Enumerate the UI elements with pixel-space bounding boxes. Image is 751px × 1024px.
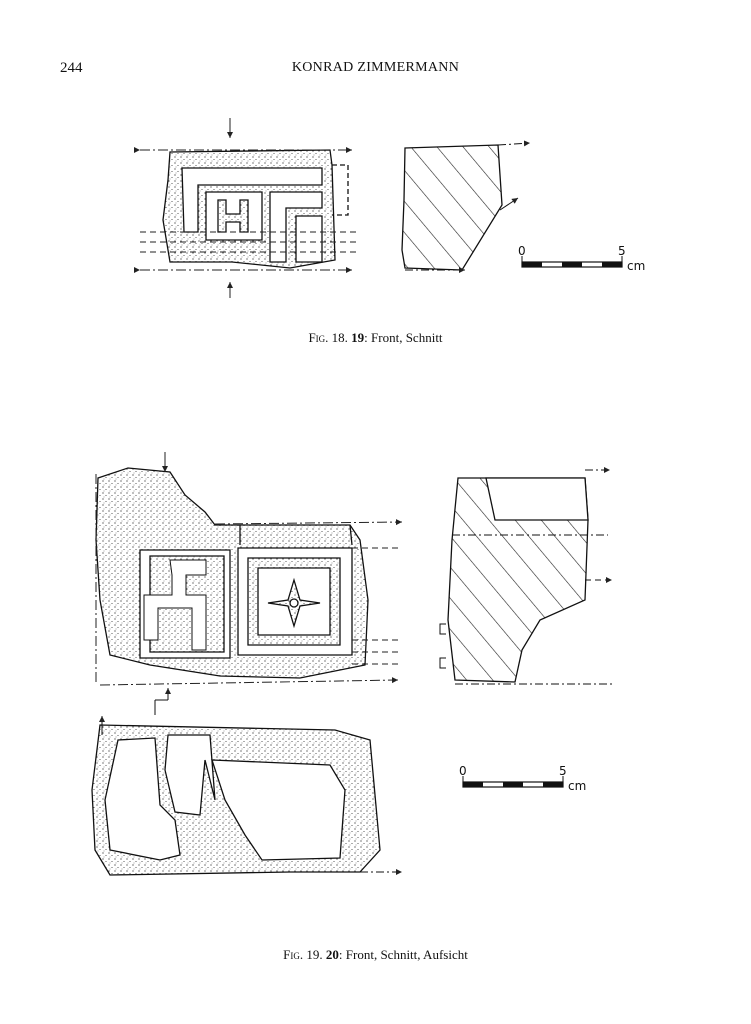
fig19-caption-number: 19. — [306, 947, 323, 962]
fig18-front-view — [162, 149, 349, 269]
fig18-scale-bar: 0 5 cm — [518, 244, 645, 273]
fig19-plan-view — [91, 688, 402, 876]
fig18-caption-number: 18. — [331, 330, 348, 345]
fig19-caption-object: 20 — [325, 947, 339, 962]
fig19-caption-text: : Front, Schnitt, Aufsicht — [338, 947, 468, 962]
fig18-caption-object: 19 — [351, 330, 365, 345]
fig19-scale-bar: 0 5 cm — [459, 764, 586, 793]
running-head: KONRAD ZIMMERMANN — [291, 60, 460, 75]
fig19-scale-unit-label: cm — [568, 779, 586, 793]
fig19-caption: Fig. 19. 20: Front, Schnitt, Aufsicht — [0, 947, 751, 963]
fig18-section-lines — [134, 118, 356, 298]
fig19-scale-start-label: 0 — [459, 764, 467, 778]
fig19-section-view — [439, 467, 612, 685]
fig18-caption: Fig. 18. 19: Front, Schnitt — [0, 330, 751, 346]
fig18-caption-text: : Front, Schnitt — [364, 330, 443, 345]
fig19-front-view — [95, 467, 369, 679]
fig18-scale-unit-label: cm — [627, 259, 645, 273]
fig18-caption-label: Fig. — [308, 330, 329, 345]
fig18-section-view — [401, 140, 531, 273]
fig19-scale-end-label: 5 — [559, 764, 567, 778]
page-number: 244 — [60, 60, 83, 76]
fig18-scale-end-label: 5 — [618, 244, 626, 258]
fig19-caption-label: Fig. — [283, 947, 304, 962]
fig18-scale-start-label: 0 — [518, 244, 526, 258]
fig19-section-lines — [95, 452, 403, 686]
